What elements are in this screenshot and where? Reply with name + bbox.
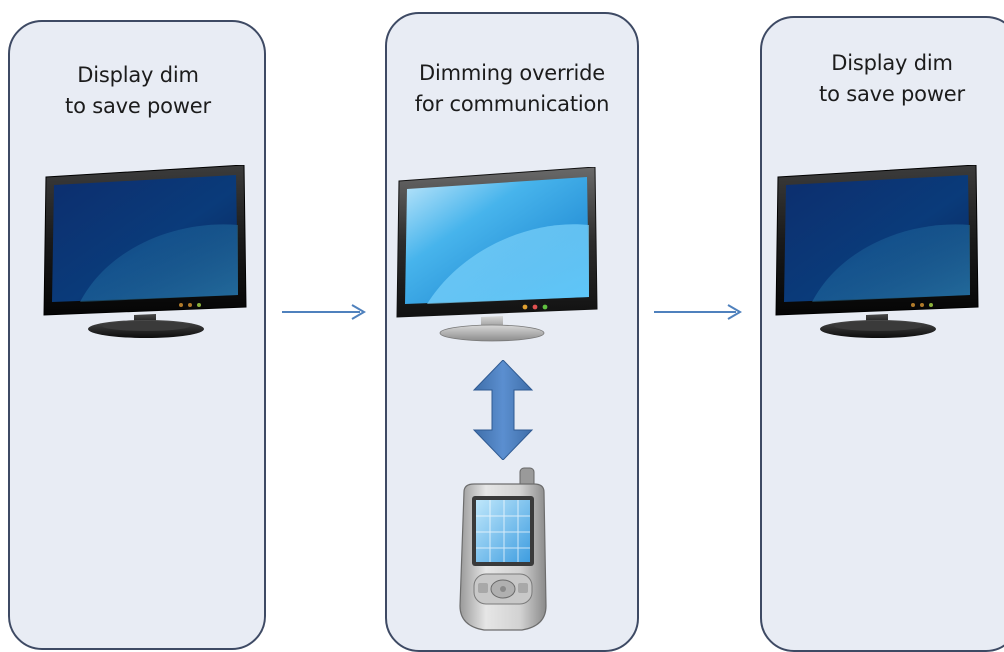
panel-2-label-line-1: Dimming override xyxy=(418,61,606,85)
right-arrow-icon xyxy=(282,304,366,320)
monitor-icon xyxy=(775,165,979,338)
panel-2-label: Dimming override for communication xyxy=(385,58,639,120)
panel-1-label: Display dim to save power xyxy=(10,60,266,122)
monitor-icon xyxy=(43,165,247,338)
panel-1-label-line-1: Display dim xyxy=(77,63,199,87)
panel-3-label: Display dim to save power xyxy=(780,48,1004,110)
panel-2-label-line-2: for communication xyxy=(414,92,610,116)
panel-3-label-line-1: Display dim xyxy=(831,51,953,75)
panel-3-label-line-2: to save power xyxy=(819,82,965,106)
monitor-icon xyxy=(396,167,598,342)
vertical-double-arrow-icon xyxy=(472,360,534,460)
panel-1-label-line-2: to save power xyxy=(65,94,211,118)
right-arrow-icon xyxy=(654,304,742,320)
handheld-device-icon xyxy=(459,467,547,631)
